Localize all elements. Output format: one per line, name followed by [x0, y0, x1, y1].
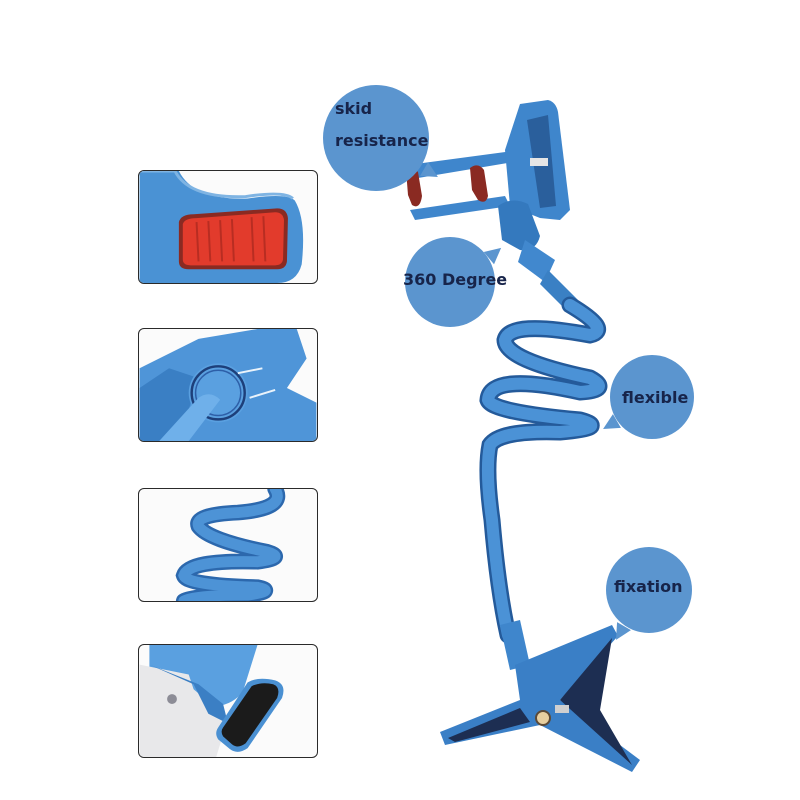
- gooseneck-spiral-icon: [479, 296, 608, 644]
- callout-bubble-skid: [323, 85, 442, 191]
- spiral-tube-icon: [175, 489, 286, 601]
- anti-slip-pad-icon: [139, 171, 304, 283]
- detail-panel-spiral-tube: [138, 488, 318, 602]
- callout-text-rotation: 360 Degree: [403, 270, 508, 289]
- callout-text-fix: fixation: [614, 577, 683, 596]
- detail-panel-clip-pad: [138, 644, 318, 758]
- clip-pad-icon: [139, 645, 284, 757]
- callout-text-skid-line2: resistance: [335, 131, 429, 150]
- callout-text-flex: flexible: [622, 388, 689, 407]
- callout-bubble-fix: [606, 547, 692, 644]
- callout-bubble-flex: [599, 355, 694, 439]
- callout-bubble-rotation: [405, 237, 507, 327]
- ball-joint-icon: [139, 329, 317, 441]
- detail-panel-ball-joint: [138, 328, 318, 442]
- detail-panel-anti-slip-pad: [138, 170, 318, 284]
- callout-text-skid-line1: skid: [335, 99, 373, 118]
- bed-clip-icon: [440, 625, 640, 772]
- phone-clamp-icon: [406, 100, 570, 251]
